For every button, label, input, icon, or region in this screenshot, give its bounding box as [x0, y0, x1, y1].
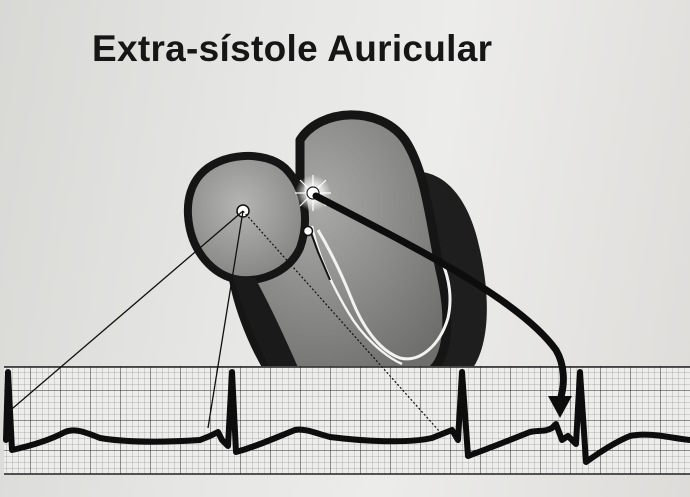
av-node	[302, 225, 314, 237]
projection-lines	[5, 210, 441, 433]
heart-cross-section	[183, 110, 487, 377]
ecg-strip	[3, 366, 690, 475]
arrow	[312, 192, 572, 418]
page-title: Extra-sístole Auricular	[92, 28, 493, 69]
ecg-trace	[3, 369, 690, 465]
ectopic-atrial-focus	[295, 175, 331, 211]
